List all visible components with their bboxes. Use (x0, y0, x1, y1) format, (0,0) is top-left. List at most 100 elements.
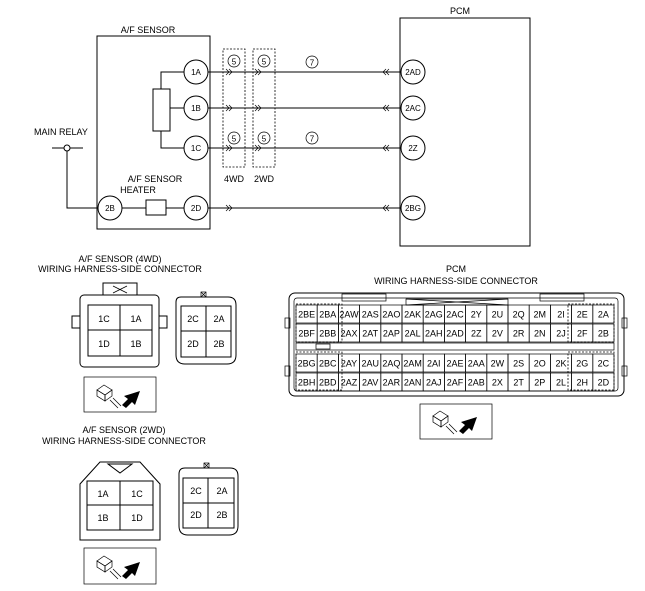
pcm-pin-cell (592, 304, 615, 324)
pin-2ac (400, 95, 426, 121)
pcm-pin-label: 2AQ (382, 359, 400, 369)
pcm-pin-label: 2T (513, 378, 524, 388)
pcm-pin-label: 2E (577, 310, 588, 320)
svg-text:5: 5 (262, 135, 267, 144)
pcm-pin-label: 2AJ (426, 378, 442, 388)
svg-text:2AD: 2AD (405, 68, 421, 77)
pcm-pin-label: 2BE (298, 310, 315, 320)
svg-text:1A: 1A (97, 489, 108, 499)
heater-element (145, 199, 167, 216)
connector-4wd-male: 1C 1A 1D 1B (71, 282, 168, 368)
svg-text:1B: 1B (130, 339, 141, 349)
svg-text:2B: 2B (216, 510, 227, 520)
svg-text:WIRING HARNESS-SIDE CONNECTOR: WIRING HARNESS-SIDE CONNECTOR (38, 264, 202, 274)
pcm-pin-label: 2D (598, 378, 610, 388)
pcm-pin-label: 2BD (319, 378, 337, 388)
connector-frame-4wd (222, 48, 246, 168)
svg-text:WIRING HARNESS-SIDE CONNECTOR: WIRING HARNESS-SIDE CONNECTOR (374, 276, 538, 286)
svg-text:2A: 2A (213, 314, 224, 324)
connector-view-icon (419, 403, 493, 440)
pcm-pin-label: 2AR (383, 378, 401, 388)
svg-text:1C: 1C (191, 144, 201, 153)
svg-text:WIRING HARNESS-SIDE CONNECTOR: WIRING HARNESS-SIDE CONNECTOR (42, 436, 206, 446)
pcm-pin-label: 2R (513, 329, 525, 339)
pcm-pin-label: 2Y (471, 310, 482, 320)
pcm-pin-cell (592, 323, 615, 343)
pcm-pin-label: 2N (534, 329, 546, 339)
main-relay-terminal (63, 144, 71, 152)
pcm-pin-label: 2AT (362, 329, 378, 339)
pcm-pin-label: 2BF (298, 329, 315, 339)
main-relay-label: MAIN RELAY (34, 127, 88, 137)
svg-text:1A: 1A (191, 68, 201, 77)
connector-4wd-title: A/F SENSOR (4WD) (78, 254, 161, 264)
svg-text:1B: 1B (191, 104, 201, 113)
pcm-pin-label: 2AV (362, 378, 378, 388)
af-sensor-title: A/F SENSOR (121, 25, 176, 35)
pcm-pin-cell (592, 372, 615, 392)
svg-text:1A: 1A (130, 314, 141, 324)
svg-text:2C: 2C (187, 314, 199, 324)
pcm-pin-label: 2AH (425, 329, 443, 339)
pcm-pin-label: 2BG (298, 359, 316, 369)
pcm-pin-label: 2X (492, 378, 503, 388)
svg-text:1B: 1B (97, 513, 108, 523)
connector-2wd-male: 1A 1C 1B 1D (79, 461, 161, 541)
svg-text:HEATER: HEATER (120, 185, 156, 195)
connector-frame-2wd (252, 48, 276, 168)
pcm-connector-title: PCM (446, 264, 466, 274)
connector-view-icon (83, 376, 157, 413)
heater-label: A/F SENSOR (128, 174, 183, 184)
svg-text:2D: 2D (191, 204, 201, 213)
pcm-box (399, 17, 531, 247)
pcm-pin-label: 2AS (362, 310, 379, 320)
connector-2wd-title: A/F SENSOR (2WD) (82, 425, 165, 435)
svg-text:1D: 1D (98, 339, 110, 349)
pcm-pin-label: 2A (598, 310, 609, 320)
sensor-element (152, 88, 171, 132)
arrow-icon (459, 417, 477, 434)
pin-2b (97, 195, 123, 221)
pcm-pin-label: 2V (492, 329, 503, 339)
pcm-pin-label: 2AK (404, 310, 421, 320)
pcm-pin-label: 2C (598, 359, 610, 369)
connector-chevrons (225, 68, 390, 212)
svg-text:7: 7 (310, 59, 315, 68)
pcm-pin-label: 2BC (319, 359, 337, 369)
svg-text:2B: 2B (105, 204, 115, 213)
svg-text:2A: 2A (216, 486, 227, 496)
pcm-pin-label: 2Q (513, 310, 525, 320)
pcm-pin-label: 2W (491, 359, 505, 369)
pcm-title: PCM (450, 6, 470, 16)
connector-2wd-female: 2C 2A 2D 2B (178, 462, 239, 536)
pcm-pin-label: 2L (556, 378, 566, 388)
svg-text:2D: 2D (187, 339, 199, 349)
svg-text:2C: 2C (190, 486, 202, 496)
connector-view-icon (83, 547, 157, 585)
pcm-pin-label: 2M (534, 310, 547, 320)
pcm-pin-label: 2BH (298, 378, 316, 388)
pcm-pin-label: 2AC (446, 310, 464, 320)
pcm-pin-label: 2AM (403, 359, 422, 369)
pcm-pin-label: 2AZ (341, 378, 358, 388)
arrow-icon (122, 391, 140, 408)
pin-2bg (400, 195, 426, 221)
pcm-pin-label: 2AI (427, 359, 441, 369)
pcm-pin-label: 2AX (340, 329, 357, 339)
pcm-pin-label: 2AA (468, 359, 485, 369)
pcm-pin-label: 2G (576, 359, 588, 369)
pcm-pin-label: 2I (557, 310, 565, 320)
pcm-pin-label: 2B (598, 329, 609, 339)
circled-marks: 5 5 5 5 7 7 (227, 54, 319, 145)
svg-text:2AC: 2AC (405, 104, 421, 113)
pcm-pin-cell (592, 353, 615, 373)
pcm-pin-label: 2P (534, 378, 545, 388)
svg-text:2Z: 2Z (408, 144, 417, 153)
pcm-pin-label: 2K (555, 359, 566, 369)
pin-2ad (400, 59, 426, 85)
pcm-pin-label: 2AW (339, 310, 359, 320)
pcm-pin-label: 2AY (341, 359, 357, 369)
pcm-pin-label: 2AG (425, 310, 443, 320)
svg-text:7: 7 (310, 135, 315, 144)
